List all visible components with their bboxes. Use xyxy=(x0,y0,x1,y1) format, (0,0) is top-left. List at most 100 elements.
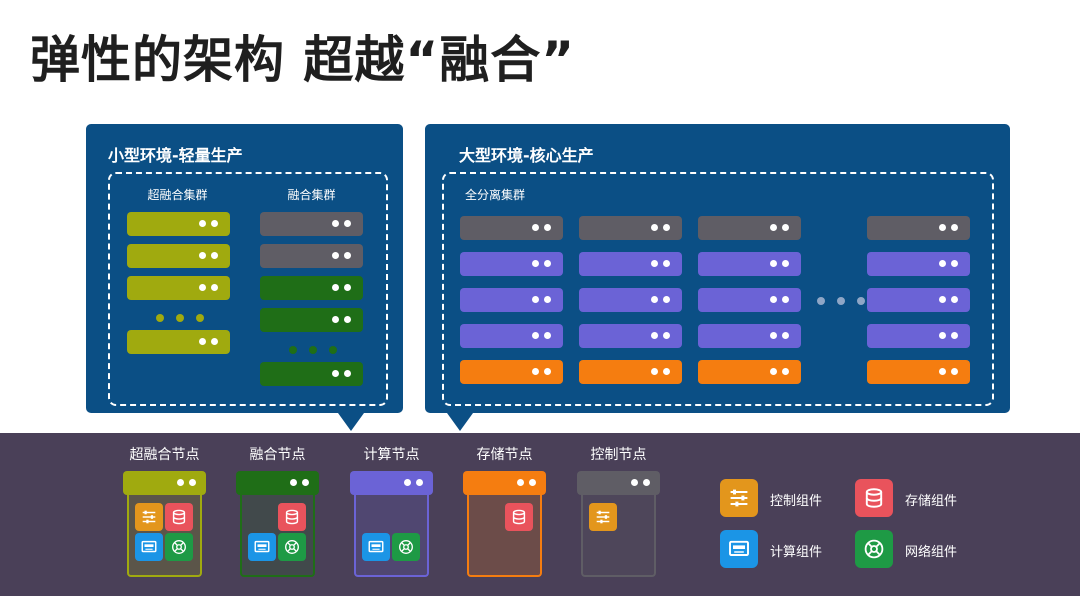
server-status-dots xyxy=(532,368,551,376)
server-status-dots xyxy=(532,296,551,304)
server-gray xyxy=(579,216,682,240)
server-gray xyxy=(260,212,363,236)
server-status-dots xyxy=(770,332,789,340)
sliders-icon xyxy=(589,503,617,531)
node-status-dots xyxy=(290,479,309,487)
node-header xyxy=(463,471,546,495)
server-olive xyxy=(127,212,230,236)
server-gray xyxy=(260,244,363,268)
large-environment-pointer xyxy=(447,413,473,431)
server-status-dots xyxy=(199,338,218,346)
server-orange xyxy=(460,360,563,384)
server-status-dots xyxy=(532,332,551,340)
large-environment-title: 大型环境-核心生产 xyxy=(459,146,594,165)
node-header xyxy=(236,471,319,495)
node-label: 融合节点 xyxy=(249,447,306,463)
server-olive xyxy=(127,244,230,268)
database-icon xyxy=(505,503,533,531)
server-green xyxy=(260,308,363,332)
hyperconverged-cluster-label: 超融合集群 xyxy=(147,188,208,202)
kvm-icon xyxy=(248,533,276,561)
server-orange xyxy=(867,360,970,384)
server-orange xyxy=(698,360,801,384)
kvm-icon xyxy=(720,530,758,568)
server-purple xyxy=(867,288,970,312)
server-green xyxy=(260,276,363,300)
small-environment-title: 小型环境-轻量生产 xyxy=(108,146,243,165)
server-green xyxy=(260,362,363,386)
server-status-dots xyxy=(332,220,351,228)
server-purple xyxy=(698,252,801,276)
server-status-dots xyxy=(939,296,958,304)
server-status-dots xyxy=(651,224,670,232)
server-status-dots xyxy=(770,260,789,268)
server-status-dots xyxy=(939,260,958,268)
server-gray xyxy=(698,216,801,240)
server-gray xyxy=(867,216,970,240)
network-icon xyxy=(392,533,420,561)
server-olive xyxy=(127,330,230,354)
server-gray xyxy=(460,216,563,240)
small-environment-cluster-box xyxy=(108,172,388,406)
server-purple xyxy=(460,288,563,312)
converged-cluster-label: 融合集群 xyxy=(287,188,336,202)
database-icon xyxy=(165,503,193,531)
database-icon xyxy=(855,479,893,517)
server-orange xyxy=(579,360,682,384)
server-status-dots xyxy=(332,252,351,260)
server-purple xyxy=(460,324,563,348)
database-icon xyxy=(278,503,306,531)
server-status-dots xyxy=(532,260,551,268)
server-status-dots xyxy=(939,224,958,232)
server-purple xyxy=(698,288,801,312)
more-servers-ellipsis xyxy=(156,314,204,322)
small-environment-pointer xyxy=(338,413,364,431)
node-status-dots xyxy=(404,479,423,487)
sliders-icon xyxy=(720,479,758,517)
node-header xyxy=(577,471,660,495)
kvm-icon xyxy=(135,533,163,561)
more-servers-ellipsis xyxy=(289,346,337,354)
disaggregated-cluster-label: 全分离集群 xyxy=(465,188,526,202)
server-status-dots xyxy=(332,370,351,378)
network-icon xyxy=(855,530,893,568)
legend-label: 控制组件 xyxy=(770,494,823,509)
legend-label: 存储组件 xyxy=(905,494,958,509)
server-status-dots xyxy=(651,296,670,304)
server-status-dots xyxy=(939,368,958,376)
server-purple xyxy=(579,252,682,276)
server-status-dots xyxy=(332,316,351,324)
more-servers-ellipsis xyxy=(817,297,865,305)
server-purple xyxy=(579,324,682,348)
node-label: 计算节点 xyxy=(363,447,420,463)
network-icon xyxy=(165,533,193,561)
server-purple xyxy=(698,324,801,348)
node-header xyxy=(123,471,206,495)
server-olive xyxy=(127,276,230,300)
page-title: 弹性的架构 超越“融合” xyxy=(30,31,576,89)
server-status-dots xyxy=(651,260,670,268)
node-status-dots xyxy=(177,479,196,487)
legend-label: 网络组件 xyxy=(905,545,958,560)
server-purple xyxy=(579,288,682,312)
kvm-icon xyxy=(362,533,390,561)
node-label: 控制节点 xyxy=(590,447,647,463)
small-environment-panel: 小型环境-轻量生产 超融合集群 融合集群 xyxy=(86,124,403,413)
server-purple xyxy=(460,252,563,276)
node-header xyxy=(350,471,433,495)
server-status-dots xyxy=(532,224,551,232)
large-environment-cluster-box xyxy=(442,172,994,406)
server-status-dots xyxy=(770,296,789,304)
node-label: 超融合节点 xyxy=(129,447,200,463)
legend-label: 计算组件 xyxy=(770,545,823,560)
server-status-dots xyxy=(199,252,218,260)
server-purple xyxy=(867,324,970,348)
server-status-dots xyxy=(770,368,789,376)
server-status-dots xyxy=(199,220,218,228)
node-status-dots xyxy=(517,479,536,487)
network-icon xyxy=(278,533,306,561)
server-status-dots xyxy=(651,368,670,376)
node-label: 存储节点 xyxy=(476,447,533,463)
server-status-dots xyxy=(332,284,351,292)
server-status-dots xyxy=(939,332,958,340)
